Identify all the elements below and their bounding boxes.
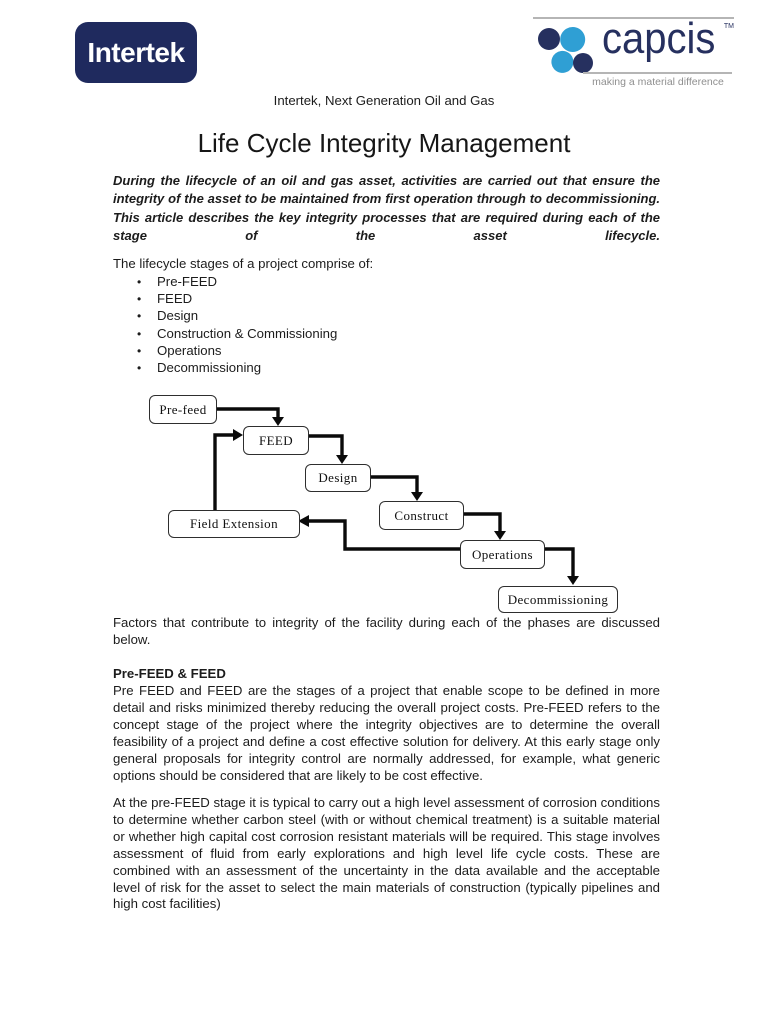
lifecycle-stage-list: • Pre-FEED • FEED • Design • Constructio… xyxy=(113,274,660,377)
capcis-divider xyxy=(583,72,732,74)
list-item: • Design xyxy=(113,308,660,325)
capcis-top-divider xyxy=(533,17,734,19)
stage-label: Decommissioning xyxy=(157,359,262,375)
bullet-icon: • xyxy=(137,292,142,307)
stage-label: Pre-FEED xyxy=(157,274,218,289)
capcis-logo: capcis TM making a material difference xyxy=(533,15,734,91)
bullet-icon: • xyxy=(137,275,142,289)
body-paragraph-1: Pre FEED and FEED are the stages of a pr… xyxy=(113,683,660,783)
capcis-wordmark: capcis xyxy=(602,15,716,63)
section-heading: Pre-FEED & FEED xyxy=(113,666,226,681)
stage-label: Operations xyxy=(157,342,222,358)
list-item: • Pre-FEED xyxy=(113,274,660,291)
intertek-wordmark: Intertek xyxy=(87,36,185,68)
stage-label: FEED xyxy=(157,291,193,307)
capcis-tagline: making a material difference xyxy=(592,76,724,88)
lead-paragraph: During the lifecycle of an oil and gas a… xyxy=(113,173,660,244)
page-title: Life Cycle Integrity Management xyxy=(197,128,571,158)
list-item: • Construction & Commissioning xyxy=(113,326,660,343)
trademark-symbol: TM xyxy=(723,23,734,30)
flow-box-feed: FEED xyxy=(243,426,309,455)
document-subtitle: Intertek, Next Generation Oil and Gas xyxy=(273,93,495,108)
list-intro: The lifecycle stages of a project compri… xyxy=(113,256,374,271)
flow-box-decommissioning: Decommissioning xyxy=(498,586,618,613)
flow-box-field-extension: Field Extension xyxy=(168,510,300,538)
list-item: • Operations xyxy=(113,343,660,360)
bullet-icon: • xyxy=(137,309,142,324)
stage-label: Design xyxy=(157,308,199,324)
flow-box-design: Design xyxy=(305,464,371,492)
capcis-circles-icon xyxy=(538,26,593,73)
body-paragraph-2: At the pre-FEED stage it is typical to c… xyxy=(113,795,660,912)
flow-box-construct: Construct xyxy=(379,501,464,530)
flow-box-operations: Operations xyxy=(460,540,545,569)
bullet-icon: • xyxy=(137,360,142,375)
list-item: • FEED xyxy=(113,291,660,308)
bullet-icon: • xyxy=(137,326,142,341)
stage-label: Construction & Commissioning xyxy=(157,325,338,341)
factors-paragraph: Factors that contribute to integrity of … xyxy=(113,615,660,647)
bullet-icon: • xyxy=(137,343,142,358)
list-item: • Decommissioning xyxy=(113,360,660,377)
intertek-logo: Intertek xyxy=(75,22,197,83)
flow-box-prefeed: Pre-feed xyxy=(149,395,217,424)
